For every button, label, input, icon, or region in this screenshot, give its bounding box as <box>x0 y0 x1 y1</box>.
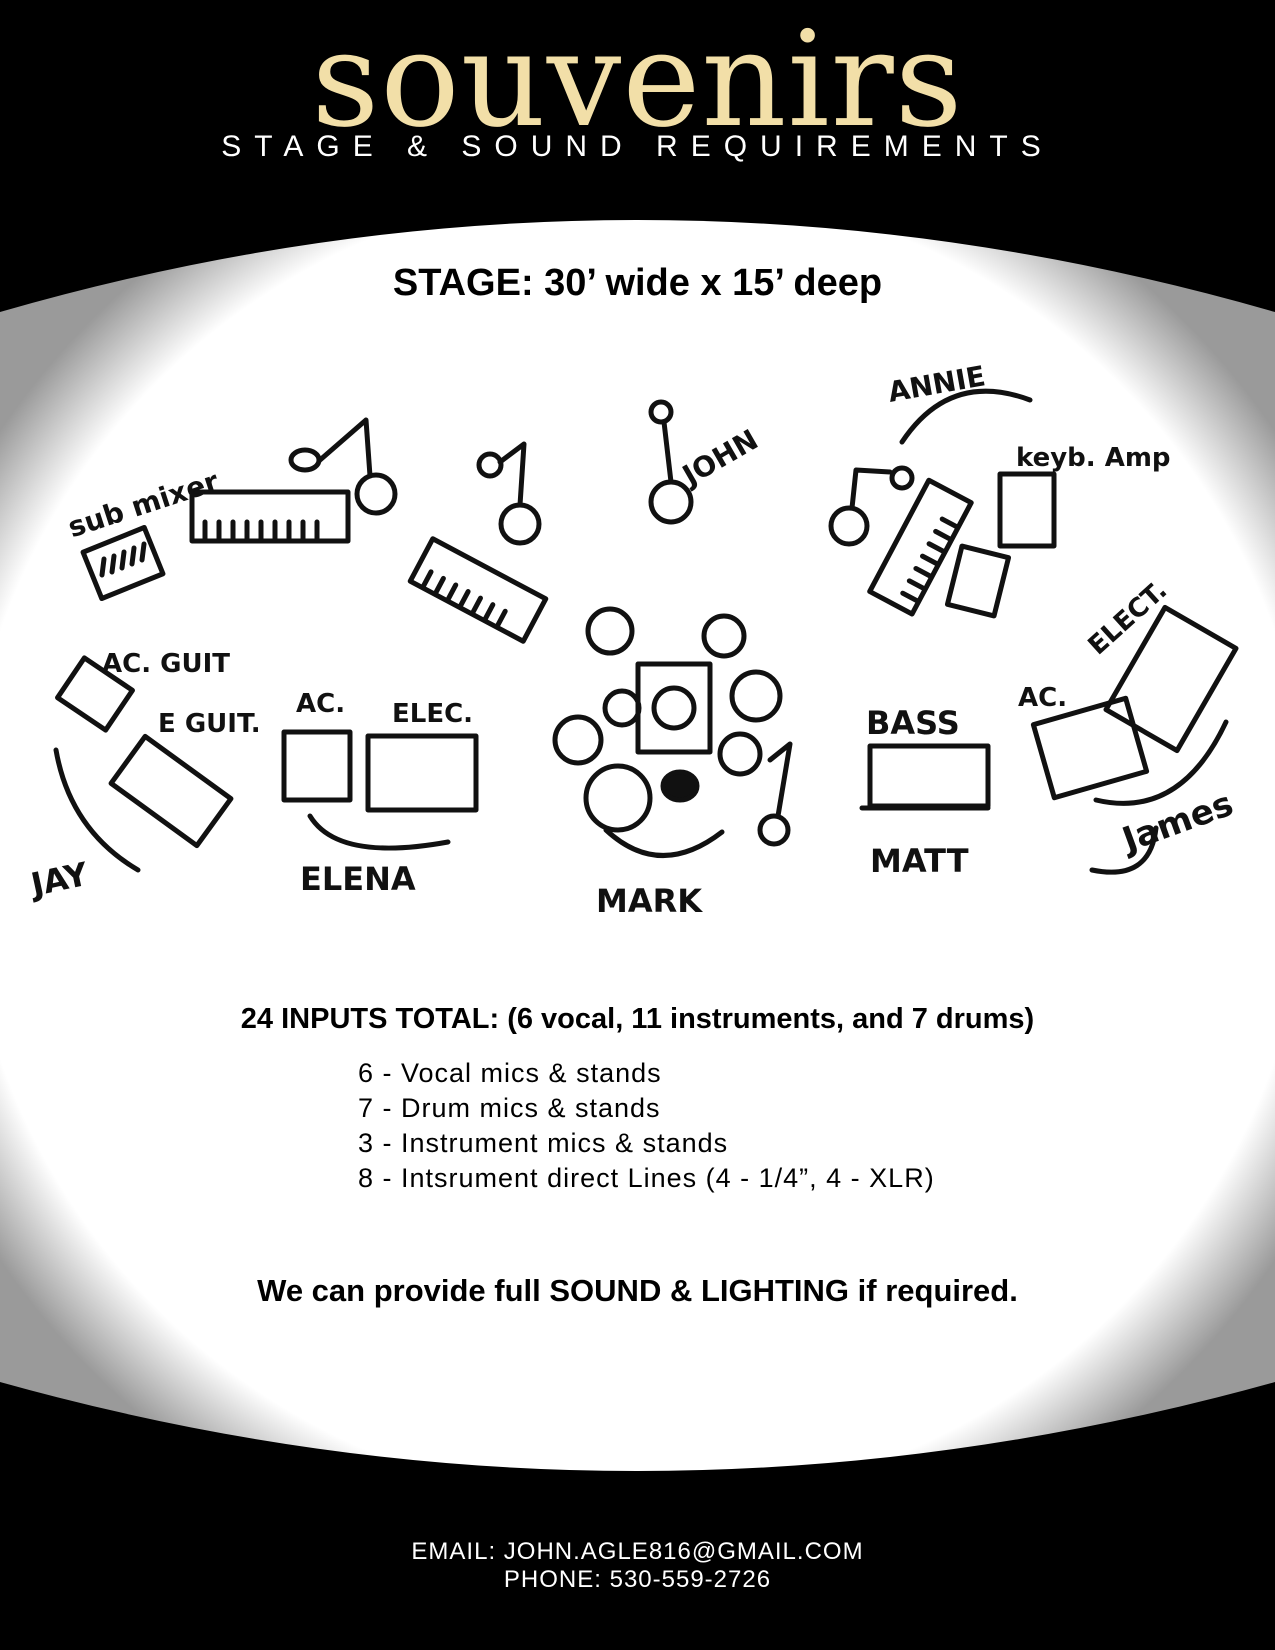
label-james-ac: AC. <box>1018 683 1067 713</box>
phone-text: PHONE: 530-559-2726 <box>503 1566 772 1593</box>
stage-plot-diagram: sub mixer JOHN ANNIE keyb. Amp AC. GUIT … <box>26 359 1239 920</box>
elena-elec-amp <box>365 733 479 813</box>
label-john: JOHN <box>675 423 763 493</box>
james-elect-amp <box>1103 604 1239 754</box>
page-subtitle: STAGE & SOUND REQUIREMENTS <box>221 130 1054 163</box>
boom-mic-1 <box>288 417 398 516</box>
label-james: James <box>1116 784 1239 861</box>
drum-kit <box>552 606 793 858</box>
stage-size: STAGE: 30’ wide x 15’ deep <box>392 262 883 304</box>
e-guit-amp <box>108 733 234 849</box>
annie-mic <box>828 465 915 547</box>
boom-mic-2 <box>476 441 542 546</box>
annie-keyboard <box>867 477 974 617</box>
label-annie: ANNIE <box>885 359 987 409</box>
band-title: souvenirs <box>311 3 964 157</box>
input-list: 6 - Vocal mics & stands 7 - Drum mics & … <box>358 1056 935 1196</box>
label-elena-elec: ELEC. <box>392 699 473 729</box>
keyboard-1 <box>189 489 351 544</box>
label-matt: MATT <box>870 842 969 880</box>
label-sub-mixer: sub mixer <box>64 464 223 544</box>
label-mark: MARK <box>596 882 703 920</box>
label-elena-ac: AC. <box>296 689 345 719</box>
james-ac-amp <box>1030 695 1150 801</box>
list-item: 7 - Drum mics & stands <box>358 1093 661 1123</box>
monitor-box <box>944 543 1012 619</box>
label-e-guit: E GUIT. <box>158 709 261 739</box>
email-text: EMAIL: JOHN.AGLE816@GMAIL.COM <box>411 1538 864 1565</box>
list-item: 8 - Intsrument direct Lines (4 - 1/4”, 4… <box>358 1163 935 1193</box>
keyboard-2 <box>407 536 549 644</box>
label-jay: JAY <box>26 855 92 905</box>
label-elena: ELENA <box>300 860 416 898</box>
contact-info: EMAIL: JOHN.AGLE816@GMAIL.COM PHONE: 530… <box>0 1538 1275 1594</box>
label-keyb-amp: keyb. Amp <box>1016 443 1171 473</box>
label-bass: BASS <box>866 704 960 742</box>
list-item: 3 - Instrument mics & stands <box>358 1128 729 1158</box>
john-mic <box>648 399 694 525</box>
list-item: 6 - Vocal mics & stands <box>358 1058 662 1088</box>
label-ac-guit: AC. GUIT <box>102 649 230 679</box>
elena-ac-amp <box>281 729 353 803</box>
sub-mixer-box <box>80 524 166 602</box>
bass-amp <box>867 743 991 809</box>
sound-lighting-note: We can provide full SOUND & LIGHTING if … <box>257 1273 1018 1308</box>
ac-guit-amp <box>55 655 135 733</box>
keyb-amp-box <box>997 471 1057 549</box>
inputs-total: 24 INPUTS TOTAL: (6 vocal, 11 instrument… <box>240 1003 1035 1035</box>
